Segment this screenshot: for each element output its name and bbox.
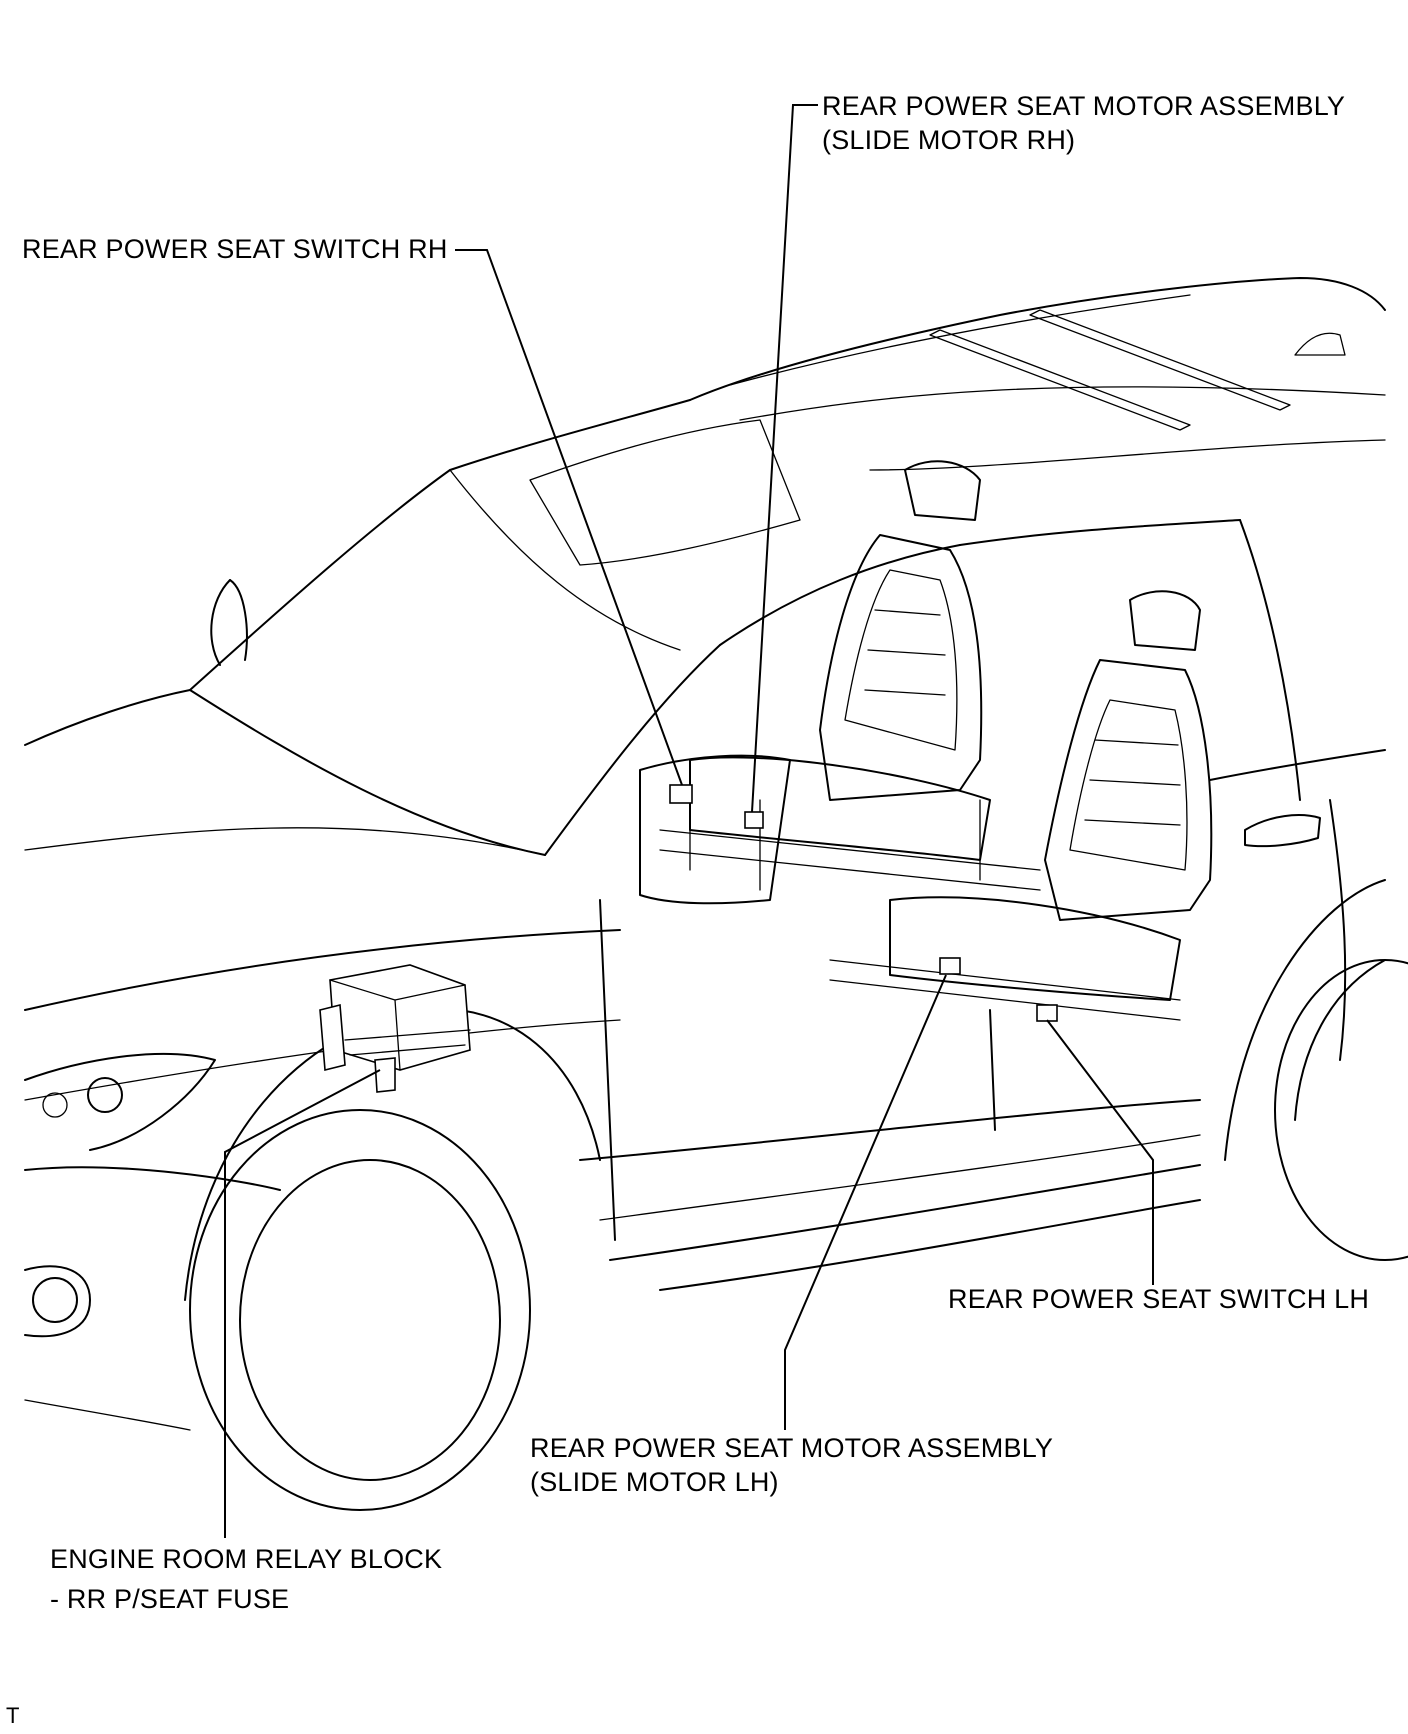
rear-power-seat-switch-rh: [669, 784, 693, 804]
corner-mark: T: [6, 1703, 20, 1728]
slide-motor-lh: [939, 957, 961, 975]
label-relay-block-line1: ENGINE ROOM RELAY BLOCK: [50, 1544, 443, 1574]
rear-seat-frames: [659, 460, 1213, 1021]
label-switch-lh: REAR POWER SEAT SWITCH LH: [948, 1284, 1370, 1314]
leader-lines: [224, 104, 1154, 1538]
label-switch-rh: REAR POWER SEAT SWITCH RH: [22, 234, 448, 264]
label-slide-motor-rh-line1: REAR POWER SEAT MOTOR ASSEMBLY: [822, 91, 1346, 121]
vehicle-outline: [24, 277, 1408, 1511]
label-slide-motor-lh-line2: (SLIDE MOTOR LH): [530, 1467, 779, 1497]
label-slide-motor-rh-line2: (SLIDE MOTOR RH): [822, 125, 1076, 155]
label-slide-motor-lh-line1: REAR POWER SEAT MOTOR ASSEMBLY: [530, 1433, 1054, 1463]
rear-power-seat-switch-lh: [1036, 1004, 1058, 1022]
label-relay-block-line2: - RR P/SEAT FUSE: [50, 1584, 290, 1614]
slide-motor-rh: [744, 811, 764, 829]
engine-room-relay-block: [319, 964, 471, 1093]
